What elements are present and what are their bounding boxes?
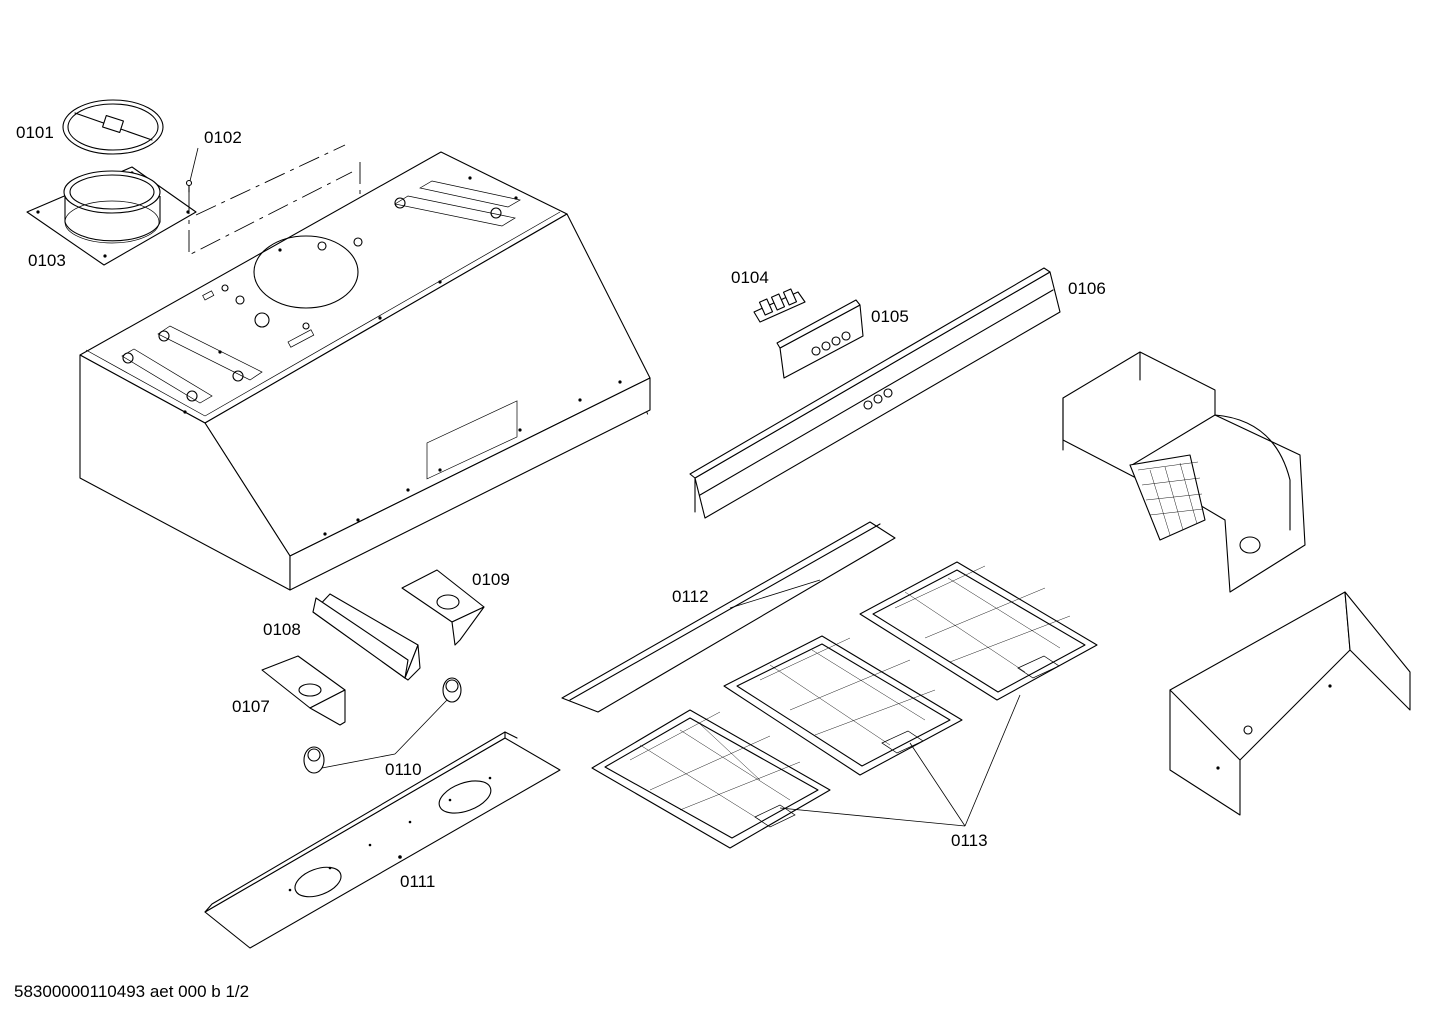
part-0101-damper-flap [62,99,164,155]
callout-0105: 0105 [871,307,909,326]
callout-0103: 0103 [28,251,66,270]
part-0108-channel-bracket [312,593,421,681]
part-0104-switch [753,288,806,323]
part-0111-bottom-panel [204,731,561,949]
document-id: 58300000110493 aet 000 b 1/2 [14,982,250,1001]
part-side-bracket [1169,591,1411,816]
callout-0108: 0108 [263,620,301,639]
part-0102-screw [185,179,193,193]
part-0110-lamp-socket [303,677,462,774]
callout-0112: 0112 [672,587,709,606]
part-hood-body [79,151,651,591]
part-0109-baffle-plate [401,569,485,646]
grease-filter-2 [723,635,963,776]
callout-0104: 0104 [731,268,769,287]
part-0106-front-trim [689,267,1061,519]
part-0103-exhaust-collar [26,166,197,266]
callout-0109: 0109 [472,570,510,589]
part-0105-control-bracket [776,299,864,379]
part-0112-filter-rail [561,521,896,713]
grease-filter-1 [591,709,831,849]
callout-leaders [189,147,1021,827]
grease-filter-3 [859,561,1098,701]
part-blower-assembly [1062,351,1306,593]
part-0107-baffle-plate [261,655,346,726]
callout-0107: 0107 [232,697,270,716]
callout-0101: 0101 [16,123,54,142]
callout-0102: 0102 [204,128,242,147]
part-0113-grease-filters [591,561,1098,849]
callout-0111: 0111 [400,872,436,891]
callout-0106: 0106 [1068,279,1106,298]
callout-0113: 0113 [951,831,988,850]
callout-0110: 0110 [385,760,422,779]
